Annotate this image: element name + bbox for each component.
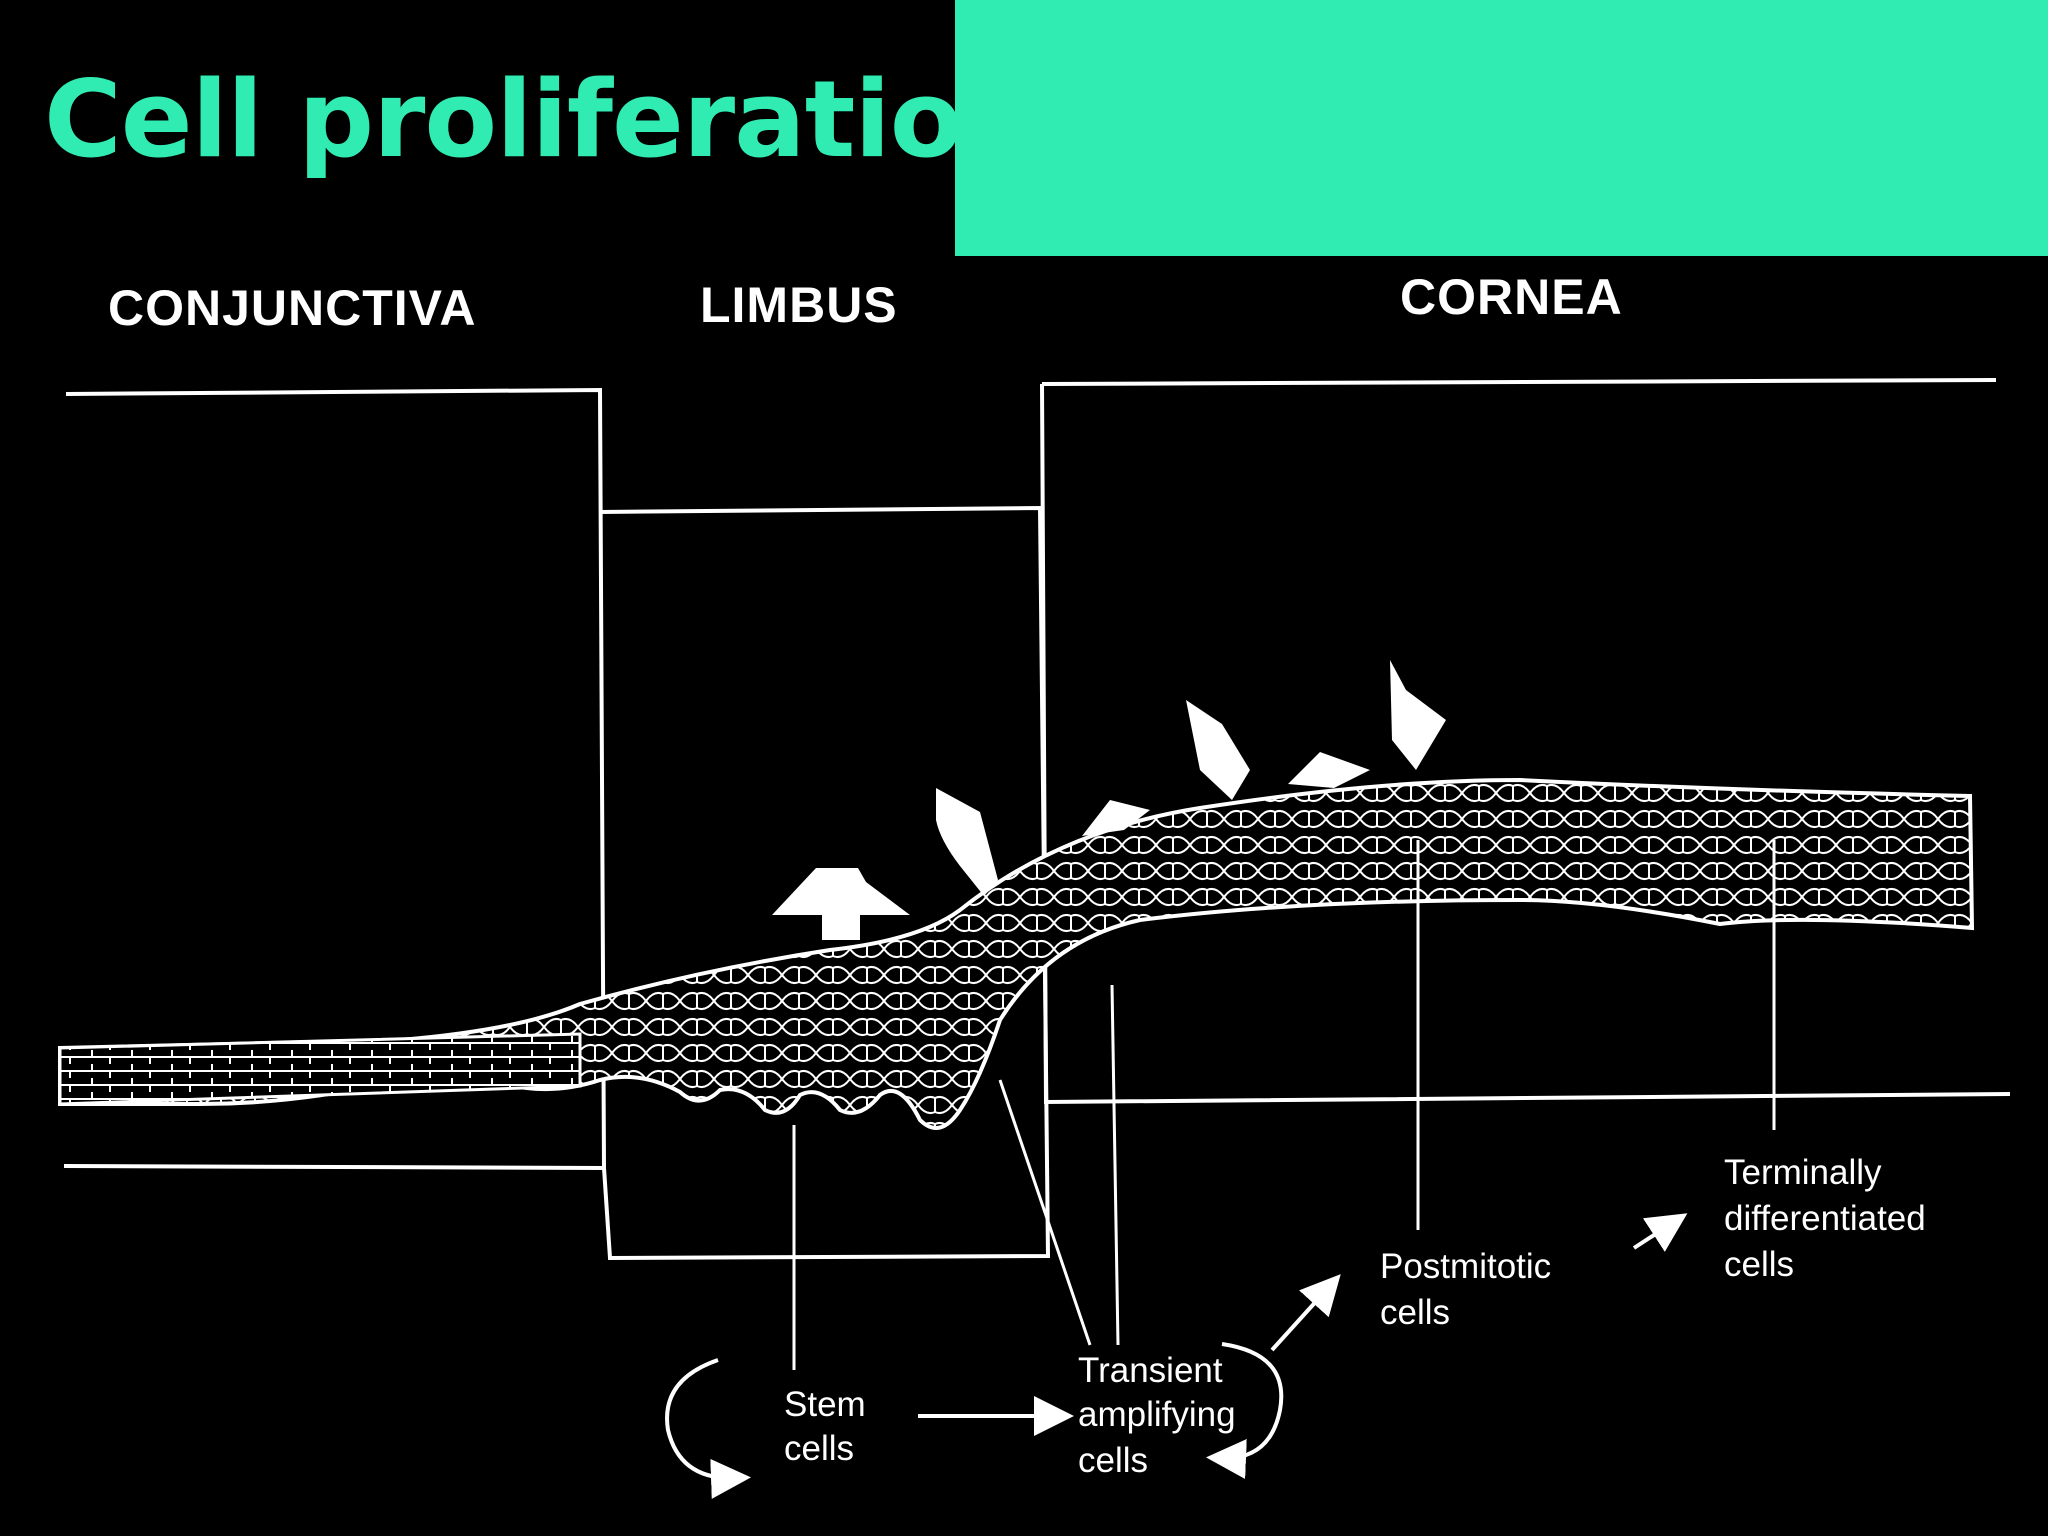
desquamation-arrow-icon	[1082, 800, 1150, 836]
cornea-box	[1040, 378, 2011, 1105]
label-postmitotic-line2: cells	[1380, 1293, 1450, 1332]
slide-title: Cell proliferation	[44, 58, 1037, 181]
region-label-limbus: LIMBUS	[700, 277, 898, 333]
desquamation-arrow-icon	[1186, 700, 1250, 800]
desquamation-arrow-icon	[936, 788, 998, 896]
region-boxes	[63, 378, 2011, 1261]
label-transient-line3: cells	[1078, 1441, 1148, 1480]
conjunctiva-flat-cells	[58, 1032, 582, 1106]
label-stem-line2: cells	[784, 1429, 854, 1468]
progression-arrow-icon	[1270, 1274, 1341, 1352]
region-label-conjunctiva: CONJUNCTIVA	[108, 280, 476, 336]
label-terminal-line3: cells	[1724, 1245, 1794, 1284]
title-accent-bar	[955, 0, 2048, 256]
label-postmitotic-line1: Postmitotic	[1380, 1247, 1551, 1286]
label-transient-line1: Transient	[1078, 1351, 1223, 1390]
label-terminal-line2: differentiated	[1724, 1199, 1926, 1238]
region-label-cornea: CORNEA	[1400, 269, 1623, 325]
cycle-arrow-icon	[665, 1358, 751, 1499]
pointer-lines	[792, 840, 1776, 1370]
cycle-arrow-icon	[1206, 1342, 1284, 1479]
progression-arrow-icon	[1632, 1213, 1688, 1252]
desquamation-arrows	[772, 660, 1446, 940]
desquamation-arrow-icon	[772, 868, 910, 940]
label-transient-line2: amplifying	[1078, 1395, 1236, 1434]
limbus-box	[599, 505, 1051, 1261]
conjunctiva-box	[63, 387, 607, 1171]
label-stem-line1: Stem	[784, 1385, 866, 1424]
desquamation-arrow-icon	[1390, 660, 1446, 770]
transient-pointer-a	[998, 1079, 1092, 1346]
label-terminal-line1: Terminally	[1724, 1153, 1882, 1192]
transient-pointer-b	[1110, 984, 1120, 1346]
desquamation-arrow-icon	[1288, 752, 1370, 788]
